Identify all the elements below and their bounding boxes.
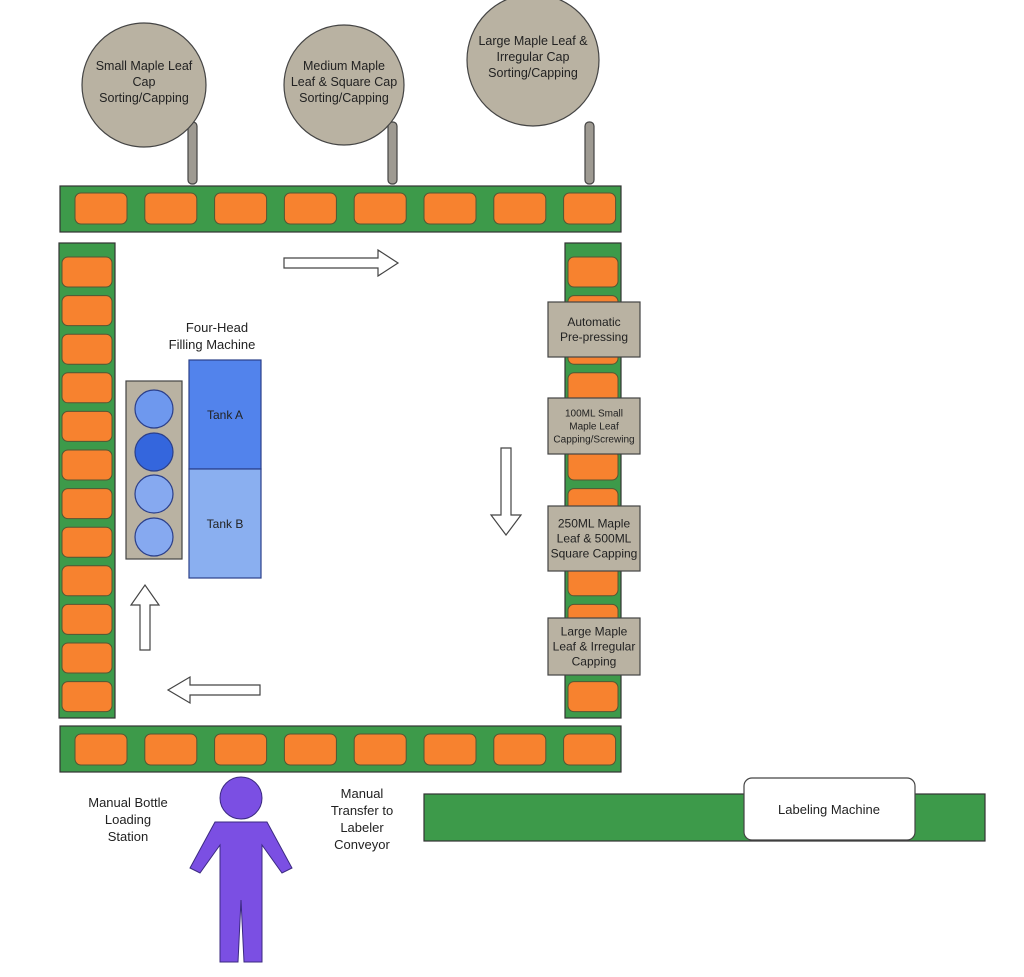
bottle-slot xyxy=(61,372,113,404)
flow-arrow-down xyxy=(489,447,523,536)
bottle-slot xyxy=(61,526,113,558)
bottle-slot xyxy=(61,333,113,365)
sorter-chute xyxy=(584,121,595,185)
tank-b-label: Tank B xyxy=(207,517,244,531)
transfer-label-4: Conveyor xyxy=(334,837,390,852)
filling-head-3 xyxy=(134,474,174,514)
sorter-label-line: Irregular Cap xyxy=(497,50,570,64)
tank-a xyxy=(188,359,262,470)
transfer-label-1: Manual xyxy=(341,786,384,801)
bottle-slot xyxy=(567,681,619,713)
flow-arrow-up xyxy=(129,583,161,651)
station-label-line: Large Maple xyxy=(561,625,628,639)
cap-sorter-3: Large Maple Leaf & Irregular CapSorting/C… xyxy=(466,0,600,185)
bottle-slot xyxy=(61,256,113,288)
filling-head-2 xyxy=(134,432,174,472)
tank-a-label: Tank A xyxy=(207,408,243,422)
manual-bottle-loading-station-label: Manual Bottle Loading Station xyxy=(88,795,168,844)
four-head-filling-machine: Four-Head Filling Machine Tank A Tank B xyxy=(125,320,262,579)
bottle-slot xyxy=(353,733,407,766)
sorter-bowl xyxy=(466,0,600,127)
bottle-slot xyxy=(567,256,619,288)
transfer-label-3: Labeler xyxy=(340,820,384,835)
sorter-label-line: Leaf & Square Cap xyxy=(291,75,397,89)
station-label-line: 250ML Maple xyxy=(558,517,631,531)
bottle-slot xyxy=(61,449,113,481)
sorter-label-line: Medium Maple xyxy=(303,59,385,73)
sorter-label-line: Small Maple Leaf xyxy=(96,59,193,73)
bottle-slot xyxy=(74,733,128,766)
filling-head-1 xyxy=(134,389,174,429)
station-label-line: Square Capping xyxy=(551,547,638,561)
bottle-slot xyxy=(61,488,113,520)
station-label-line: 100ML Small xyxy=(565,409,623,420)
flow-arrow-right xyxy=(283,248,400,278)
filling-head-4 xyxy=(134,517,174,557)
sorter-chute xyxy=(387,121,398,185)
manual-transfer-label: Manual Transfer to Labeler Conveyor xyxy=(331,786,393,852)
bottle-slot xyxy=(563,733,617,766)
bottle-slot xyxy=(61,565,113,597)
labeling-machine xyxy=(743,777,916,841)
bottle-slot xyxy=(61,642,113,674)
bottle-slot xyxy=(493,733,547,766)
bottle-slot xyxy=(353,192,407,225)
bottle-slot xyxy=(283,733,337,766)
bottle-slot xyxy=(423,192,477,225)
tank-b xyxy=(188,468,262,579)
bottle-slot xyxy=(61,295,113,327)
transfer-label-2: Transfer to xyxy=(331,803,393,818)
station-box xyxy=(547,301,641,358)
loading-label-3: Station xyxy=(108,829,148,844)
station-box xyxy=(547,617,641,676)
sorter-label-line: Sorting/Capping xyxy=(299,91,389,105)
station-label-line: Leaf & Irregular xyxy=(553,640,636,654)
bottle-slot xyxy=(214,733,268,766)
sorter-label-line: Sorting/Capping xyxy=(488,66,578,80)
loading-label-1: Manual Bottle xyxy=(88,795,168,810)
bottle-slot xyxy=(61,681,113,713)
bottle-slot xyxy=(144,733,198,766)
bottle-slot xyxy=(61,603,113,635)
station-label-line: Maple Leaf xyxy=(569,422,619,433)
station-label-line: Capping/Screwing xyxy=(553,435,634,446)
bottle-slot xyxy=(283,192,337,225)
labeling-machine-label: Labeling Machine xyxy=(778,802,880,817)
sorter-label-line: Cap xyxy=(133,75,156,89)
station-box xyxy=(547,505,641,572)
sorter-chute xyxy=(187,121,198,185)
bottle-slot xyxy=(563,192,617,225)
sorter-label-line: Large Maple Leaf & xyxy=(478,34,588,48)
operator-person-icon xyxy=(189,776,293,963)
station-label-line: Automatic xyxy=(567,315,620,329)
bottle-slot xyxy=(493,192,547,225)
bottle-slot xyxy=(144,192,198,225)
filling-machine-title-1: Four-Head xyxy=(186,320,248,335)
station-label-line: Capping xyxy=(572,655,617,669)
bottle-slot xyxy=(214,192,268,225)
station-label-line: Leaf & 500ML xyxy=(557,532,632,546)
loading-label-2: Loading xyxy=(105,812,151,827)
sorter-bowl xyxy=(283,24,405,146)
bottle-slot xyxy=(423,733,477,766)
sorter-label-line: Sorting/Capping xyxy=(99,91,189,105)
bottle-slot xyxy=(74,192,128,225)
flow-arrow-left xyxy=(166,675,261,705)
station-label-line: Pre-pressing xyxy=(560,330,628,344)
sorter-bowl xyxy=(81,22,207,148)
filling-machine-title-2: Filling Machine xyxy=(169,337,256,352)
station-box xyxy=(547,397,641,455)
bottle-slot xyxy=(61,410,113,442)
